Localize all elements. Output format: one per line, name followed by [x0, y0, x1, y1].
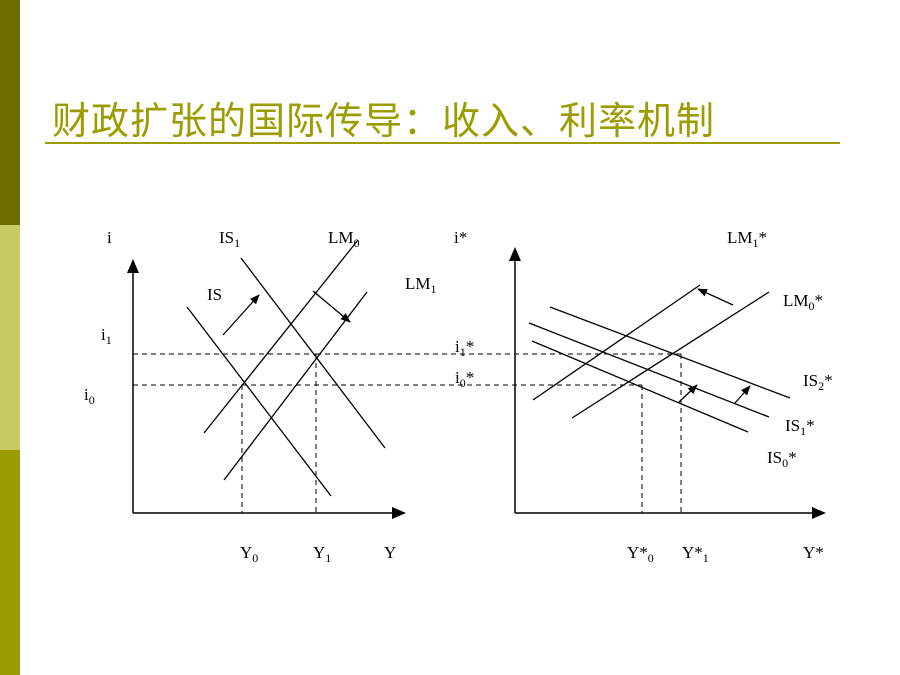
i1-star-label: i1*: [455, 337, 474, 359]
is0-star-label: IS0*: [767, 448, 797, 470]
y1-star-label: Y*1: [682, 543, 709, 565]
right-y-axis-label: i*: [454, 228, 467, 247]
y0-star-label: Y*0: [627, 543, 654, 565]
y1-label: Y1: [313, 543, 331, 565]
left-panel: i Y IS IS1 LM0 LM1 i1 i0 Y0 Y1: [84, 228, 437, 565]
is1-label: IS1: [219, 228, 240, 250]
right-x-axis-label: Y*: [803, 543, 824, 562]
y0-label: Y0: [240, 543, 258, 565]
is-shift-arrow: [222, 294, 260, 336]
lm1-curve: [223, 291, 368, 481]
right-panel: i* Y* LM1* LM0* IS2* IS1* IS0* i1* i0* Y…: [242, 228, 833, 565]
left-y-axis-label: i: [107, 228, 112, 247]
lm1-star-label: LM1*: [727, 228, 767, 250]
lm1-star-curve: [532, 284, 701, 401]
i1-label: i1: [101, 325, 112, 347]
lm-shift-arrow: [312, 290, 351, 323]
lm-star-shift-arrow: [697, 288, 734, 306]
is1-curve: [240, 257, 386, 449]
is1-star-label: IS1*: [785, 416, 815, 438]
left-x-axis-arrow: [392, 507, 406, 519]
right-y-axis-arrow: [509, 247, 521, 261]
left-y-axis-arrow: [127, 259, 139, 273]
sidebar-band-dark: [0, 0, 20, 225]
sidebar-band-light: [0, 225, 20, 450]
slide-title: 财政扩张的国际传导：收入、利率机制: [52, 99, 716, 143]
left-x-axis-label: Y: [384, 543, 396, 562]
is2-star-curve: [549, 306, 791, 399]
i0-label: i0: [84, 385, 95, 407]
i0-star-label: i0*: [455, 368, 474, 390]
is-label: IS: [207, 285, 222, 304]
title-underline: [45, 142, 840, 144]
lm0-label: LM0: [328, 228, 360, 250]
is-star-shift-arrow-1: [678, 384, 698, 403]
lm0-curve: [203, 239, 359, 434]
is-curve: [186, 306, 332, 497]
is1-star-curve: [528, 322, 770, 418]
right-x-axis-arrow: [812, 507, 826, 519]
sidebar-band-mid: [0, 450, 20, 675]
is-star-shift-arrow-2: [734, 385, 751, 404]
lm0-star-label: LM0*: [783, 291, 823, 313]
is0-star-curve: [531, 340, 749, 433]
is2-star-label: IS2*: [803, 371, 833, 393]
lm1-label: LM1: [405, 274, 437, 296]
lm0-star-curve: [571, 291, 770, 419]
